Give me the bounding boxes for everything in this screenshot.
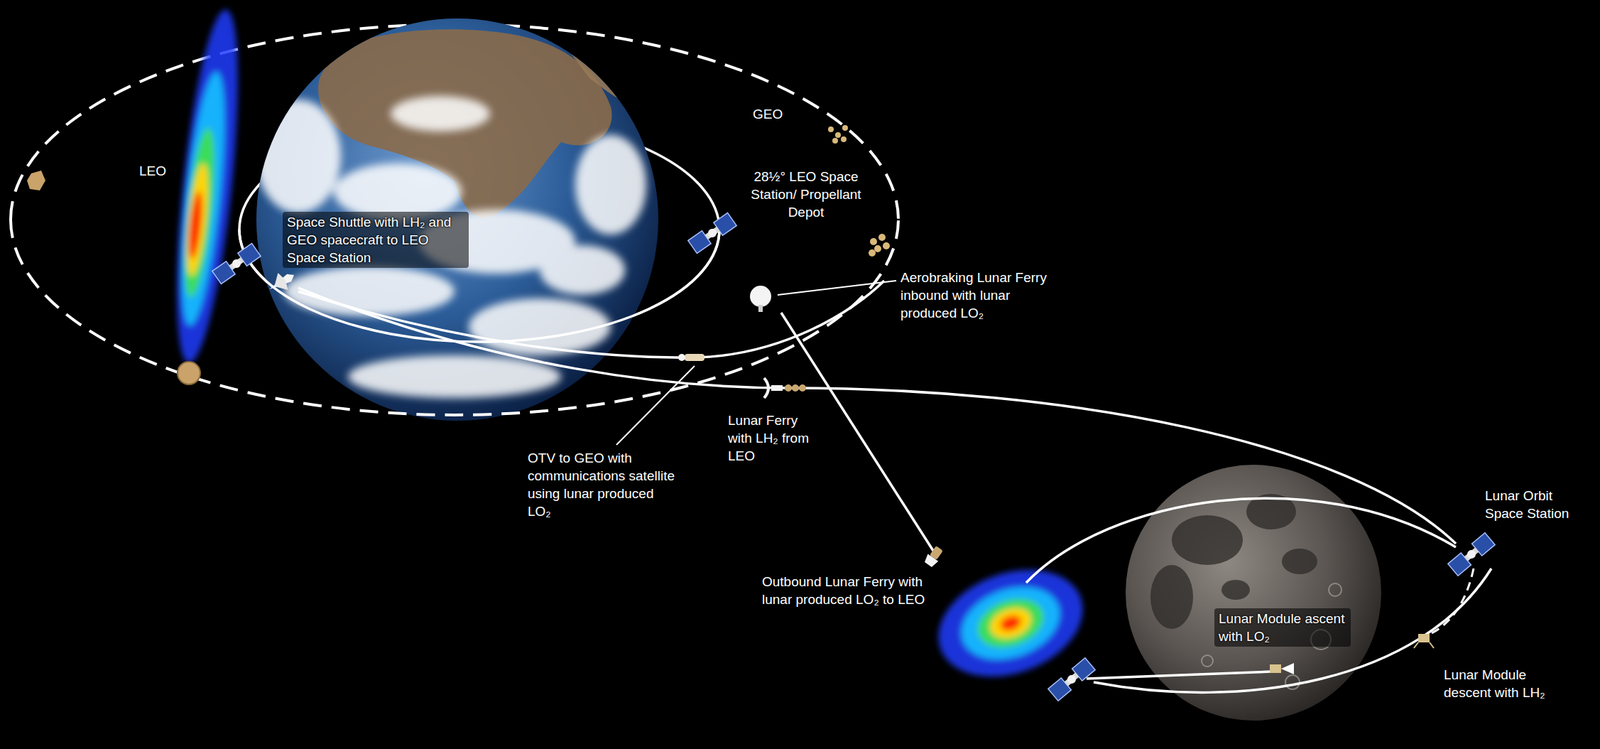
annotation-label: OTV to GEO with communications satellite… xyxy=(527,448,677,520)
space-shuttle xyxy=(264,266,299,298)
space-station xyxy=(212,242,261,284)
lunar-module xyxy=(1413,633,1434,648)
lunar-ferry xyxy=(764,377,807,398)
earth-surface xyxy=(255,29,647,398)
space-station xyxy=(688,212,737,253)
aerobrake xyxy=(749,285,772,312)
otv-vehicle xyxy=(678,353,705,361)
descent-path xyxy=(1428,568,1474,635)
annotation-label: Lunar Ferry with LH₂ from LEO xyxy=(727,411,824,465)
moon xyxy=(1125,464,1382,721)
annotation-label: GEO xyxy=(752,105,796,123)
lunar-module xyxy=(1269,662,1294,674)
annotation-label: Lunar Module ascent with LO₂ xyxy=(1214,607,1351,647)
earth xyxy=(256,18,659,421)
continent xyxy=(568,49,643,107)
space-station xyxy=(1448,532,1495,576)
geo-satellite xyxy=(177,361,201,385)
outbound-ferry xyxy=(923,543,946,568)
annotation-label: Lunar Module descent with LH₂ xyxy=(1443,665,1569,701)
heatmap-blob xyxy=(164,7,250,366)
annotation-label: Lunar Orbit Space Station xyxy=(1484,486,1592,522)
annotation-label: Space Shuttle with LH₂ and GEO spacecraf… xyxy=(282,211,469,268)
geo-satellite xyxy=(26,170,46,191)
heatmap-blob xyxy=(923,550,1098,695)
annotation-label: Aerobraking Lunar Ferry inbound with lun… xyxy=(900,268,1061,322)
space-station xyxy=(1048,657,1096,701)
trajectory xyxy=(298,280,1492,692)
annotation-label: LEO xyxy=(139,161,182,180)
annotation-label: Outbound Lunar Ferry with lunar produced… xyxy=(762,572,926,608)
annotation-label: 28½° LEO Space Station/ Propellant Depot xyxy=(738,167,874,221)
